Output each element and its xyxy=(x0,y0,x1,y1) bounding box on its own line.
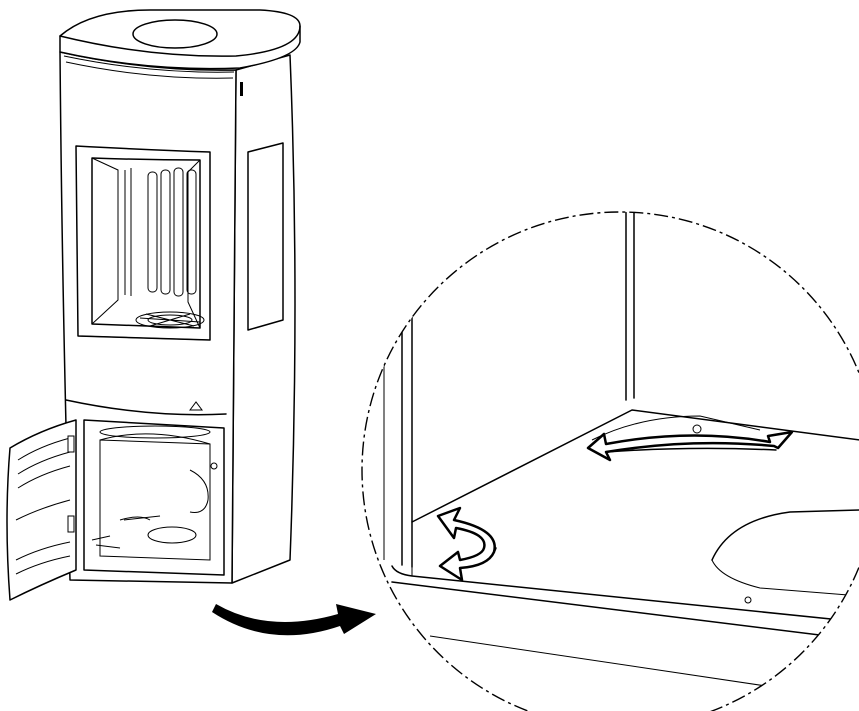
rotate-arrow-icon-front xyxy=(436,506,497,582)
rotate-arrow-icon xyxy=(586,430,794,462)
detail-magnifier-circle xyxy=(361,211,859,711)
curved-arrow-icon xyxy=(212,604,376,636)
stove-illustration xyxy=(6,9,301,601)
